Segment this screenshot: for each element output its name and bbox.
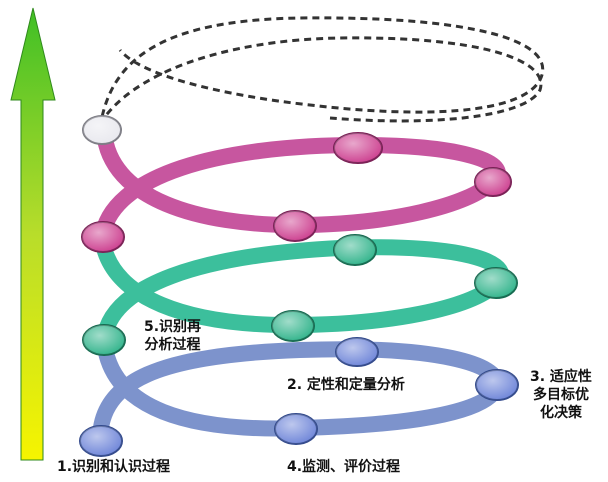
label-step-3: 3. 适应性 多目标优 化决策 <box>530 368 592 423</box>
label-step-3-line-1: 3. 适应性 <box>530 369 592 385</box>
label-step-3-line-3: 化决策 <box>539 405 582 422</box>
node-white-top <box>82 115 122 145</box>
label-step-5-line-2: 分析过程 <box>144 337 201 354</box>
label-step-5: 5.识别再 分析过程 <box>144 318 201 354</box>
node-pink-front <box>273 210 317 242</box>
node-green-center <box>333 234 377 266</box>
label-step-1: 1.识别和认识过程 <box>57 459 171 475</box>
label-step-5-line-1: 5.识别再 <box>144 319 202 335</box>
upward-arrow <box>10 7 56 461</box>
node-blue-right <box>475 369 519 401</box>
node-pink-right <box>474 167 512 197</box>
node-pink-left <box>81 221 125 253</box>
label-step-2: 2. 定性和定量分析 <box>287 377 405 393</box>
label-step-4: 4.监测、评价过程 <box>287 459 401 475</box>
node-green-left <box>82 324 126 356</box>
node-blue-front <box>274 413 318 445</box>
node-green-right <box>474 267 518 299</box>
label-step-3-line-2: 多目标优 <box>532 387 589 404</box>
node-green-front <box>271 310 315 342</box>
dashed-continuation-loops <box>98 16 545 129</box>
node-pink-top-center <box>333 132 383 164</box>
node-blue-center <box>335 337 379 367</box>
node-blue-bottom-left <box>79 425 123 457</box>
